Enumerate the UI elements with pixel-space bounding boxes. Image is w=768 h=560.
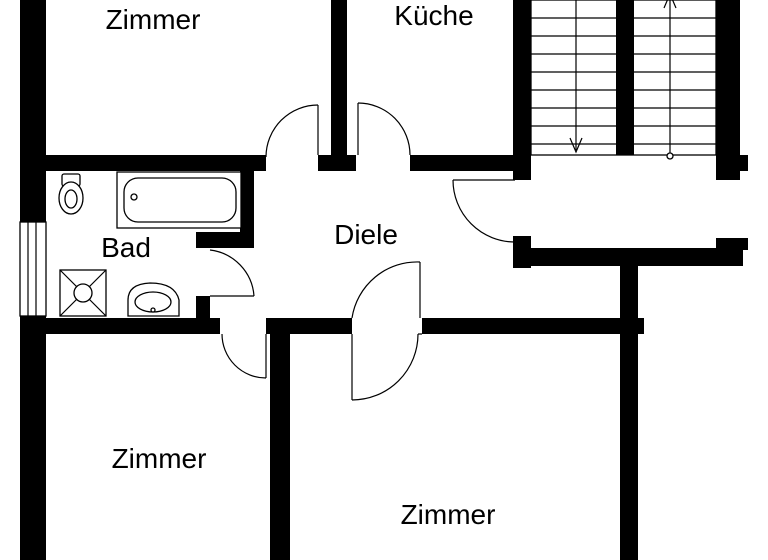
- door-entrance: [452, 179, 516, 243]
- toilet-icon: [58, 173, 84, 215]
- staircase-icon: [530, 0, 717, 160]
- bathroom-window: [19, 221, 47, 317]
- door-kueche: [357, 102, 411, 156]
- left-exterior-wall: [20, 0, 46, 560]
- door-zimmer-bottom-right: [351, 261, 422, 401]
- door-zimmer-top-left: [265, 104, 319, 158]
- room-label-zimmer-bottom-left: Zimmer: [112, 443, 207, 474]
- sink-icon: [127, 282, 180, 317]
- room-label-kueche: Küche: [394, 0, 473, 31]
- room-label-bad: Bad: [101, 232, 151, 263]
- room-label-zimmer-bottom-right: Zimmer: [401, 499, 496, 530]
- bathtub-icon: [116, 171, 242, 229]
- door-bad: [209, 249, 255, 297]
- room-label-zimmer-top-left: Zimmer: [106, 4, 201, 35]
- shower-tray-icon: [59, 269, 107, 317]
- doors: [209, 102, 516, 401]
- room-label-diele: Diele: [334, 219, 398, 250]
- interior-walls: [20, 0, 748, 560]
- door-zimmer-bottom-left: [221, 333, 267, 379]
